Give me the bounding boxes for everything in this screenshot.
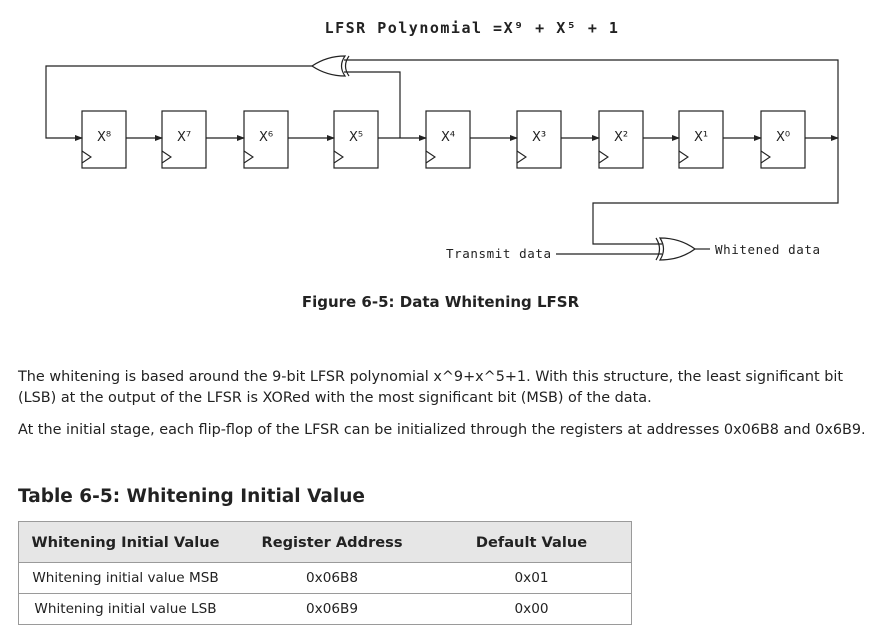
- column-header: Register Address: [232, 521, 432, 563]
- wire: [344, 59, 839, 138]
- register-box: X³: [516, 110, 562, 169]
- register-label: X¹: [694, 130, 708, 145]
- lfsr-wiring: [45, 59, 839, 255]
- diagram-title: LFSR Polynomial =X⁹ + X⁵ + 1: [325, 19, 620, 37]
- wire: [45, 65, 312, 141]
- register-label: X⁶: [259, 130, 273, 145]
- whitening-initial-value-table: Whitening Initial Value Register Address…: [18, 521, 632, 625]
- shift-registers: X⁸ X⁷ X⁶ X⁵ X⁴ X³ X² X¹ X⁰: [81, 110, 806, 169]
- table-cell: 0x01: [432, 562, 632, 594]
- table-title: Table 6-5: Whitening Initial Value: [18, 486, 365, 507]
- table-header-row: Whitening Initial Value Register Address…: [18, 521, 632, 563]
- register-label: X⁷: [177, 130, 191, 145]
- table-cell: 0x00: [432, 593, 632, 625]
- table-cell: Whitening initial value LSB: [18, 593, 232, 625]
- transmit-data-label: Transmit data: [446, 246, 552, 261]
- register-label: X⁸: [97, 130, 111, 145]
- register-label: X⁵: [349, 130, 363, 145]
- output-xor-gate: [655, 237, 697, 261]
- table-cell: 0x06B9: [232, 593, 432, 625]
- register-box: X⁴: [425, 110, 471, 169]
- body-paragraph-1: The whitening is based around the 9-bit …: [18, 369, 844, 406]
- column-header: Default Value: [432, 521, 632, 563]
- register-box: X²: [598, 110, 644, 169]
- register-label: X⁴: [441, 130, 455, 145]
- wire: [592, 138, 839, 245]
- wire: [344, 71, 401, 138]
- register-label: X⁰: [776, 130, 790, 145]
- register-box: X⁵: [333, 110, 379, 169]
- column-header: Whitening Initial Value: [18, 521, 232, 563]
- register-box: X¹: [678, 110, 724, 169]
- figure-caption: Figure 6-5: Data Whitening LFSR: [301, 293, 580, 311]
- register-box: X⁶: [243, 110, 289, 169]
- register-label: X²: [614, 130, 628, 145]
- table-cell: Whitening initial value MSB: [18, 562, 232, 594]
- register-label: X³: [532, 130, 546, 145]
- table-row: Whitening initial value LSB 0x06B9 0x00: [18, 593, 632, 625]
- register-box: X⁷: [161, 110, 207, 169]
- body-paragraph-2: At the initial stage, each flip-flop of …: [18, 422, 866, 438]
- register-box: X⁰: [760, 110, 806, 169]
- register-box: X⁸: [81, 110, 127, 169]
- table-row: Whitening initial value MSB 0x06B8 0x01: [18, 562, 632, 594]
- whitened-data-label: Whitened data: [715, 242, 821, 257]
- table-cell: 0x06B8: [232, 562, 432, 594]
- feedback-xor-gate: [310, 55, 350, 77]
